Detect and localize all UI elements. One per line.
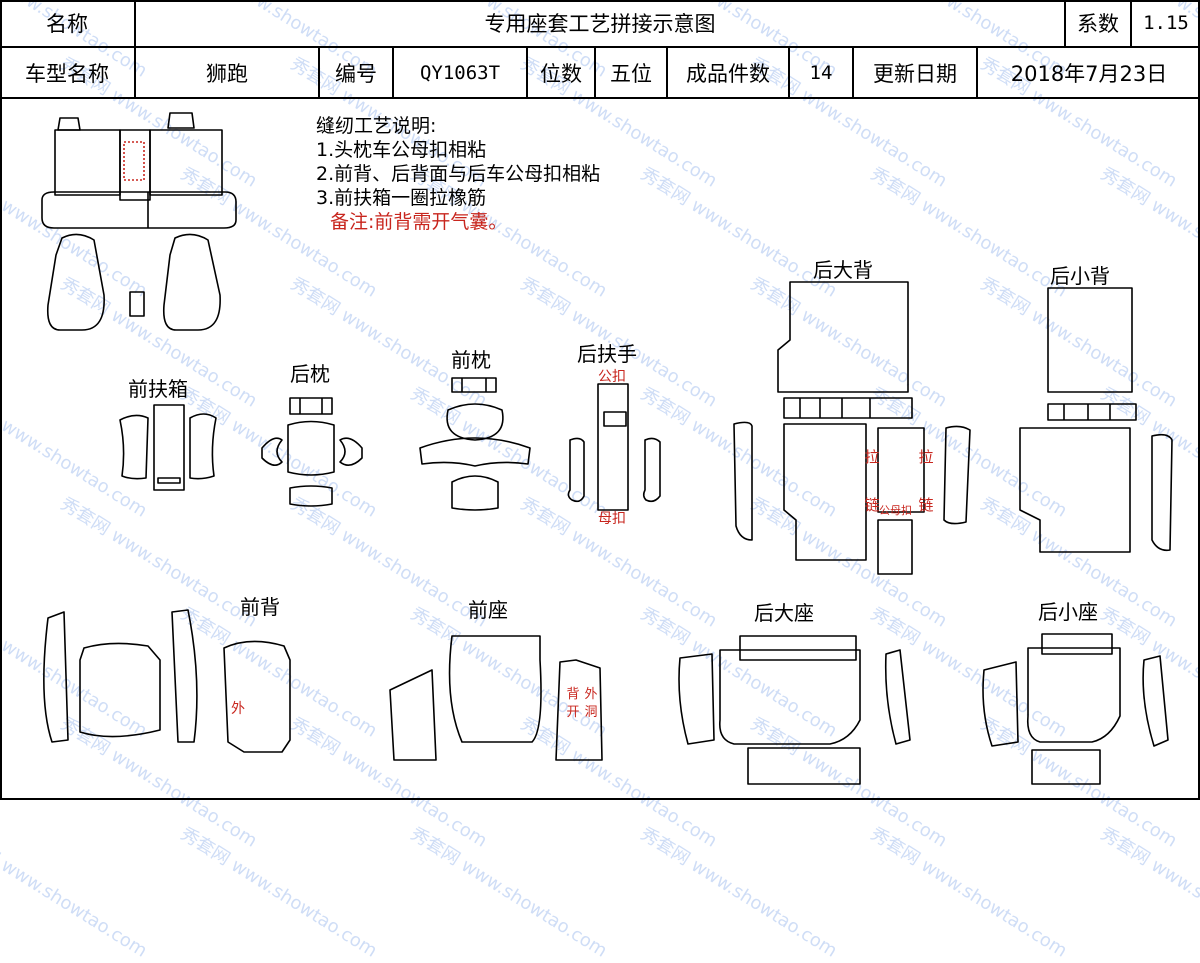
watermark-text: 秀套网 www.showtao.com <box>176 823 381 962</box>
label-front-headrest: 前枕 <box>451 348 491 372</box>
seat-overview-thumbnail <box>41 112 237 331</box>
annotation-zipper-left: 拉链 <box>864 448 880 514</box>
rear-big-seat-pieces <box>678 635 911 785</box>
coef-value: 1.15 <box>1132 0 1200 48</box>
label-rear-big-seat: 后大座 <box>754 601 814 625</box>
page-title: 专用座套工艺拼接示意图 <box>136 0 1066 48</box>
date-value: 2018年7月23日 <box>978 48 1200 99</box>
watermark-text: 秀套网 www.showtao.com <box>406 823 611 962</box>
notes-item-2: 2.前背、后背面与后车公母扣相粘 <box>316 163 601 185</box>
rear-small-seat-pieces <box>982 633 1169 785</box>
annotation-female-buckle: 母扣 <box>598 511 626 527</box>
pattern-drawing <box>41 112 1173 785</box>
front-headrest-pieces <box>419 377 531 511</box>
rear-big-back-pieces <box>733 281 971 575</box>
label-rear-big-back: 后大背 <box>813 258 873 282</box>
watermark-text: 秀套网 www.showtao.com <box>1096 823 1200 962</box>
label-front-seat: 前座 <box>468 598 508 622</box>
label-rear-small-back: 后小背 <box>1050 264 1110 288</box>
seats-label: 位数 <box>528 48 596 99</box>
rear-armrest-pieces <box>567 383 661 511</box>
annotation-back-opening: 背开 <box>566 687 580 720</box>
watermark-text: 秀套网 www.showtao.com <box>0 823 151 962</box>
front-seat-pieces <box>389 635 603 761</box>
code-label: 编号 <box>320 48 394 99</box>
notes-item-3: 3.前扶箱一圈拉橡筋 <box>316 187 487 209</box>
label-rear-headrest: 后枕 <box>290 362 330 386</box>
annotation-male-female-buckle: 公母扣 <box>879 504 912 517</box>
name-label: 名称 <box>0 0 136 48</box>
model-value: 狮跑 <box>136 48 320 99</box>
annotation-outer-hole: 外洞 <box>584 687 598 720</box>
pieces-label: 成品件数 <box>668 48 790 99</box>
notes-remark: 备注:前背需开气囊。 <box>330 211 508 233</box>
watermark-text: 秀套网 www.showtao.com <box>636 823 841 962</box>
date-label: 更新日期 <box>854 48 978 99</box>
front-back-pieces <box>43 609 291 753</box>
sewing-notes: 缝纫工艺说明: 1.头枕车公母扣相粘 2.前背、后背面与后车公母扣相粘 3.前扶… <box>316 114 600 234</box>
rear-small-back-pieces <box>1019 287 1173 553</box>
label-rear-small-seat: 后小座 <box>1038 600 1098 624</box>
pieces-value: 14 <box>790 48 854 99</box>
coef-label: 系数 <box>1066 0 1132 48</box>
label-front-armrest-box: 前扶箱 <box>128 377 188 401</box>
notes-item-1: 1.头枕车公母扣相粘 <box>316 139 487 161</box>
annotation-outer: 外 <box>231 701 245 717</box>
notes-heading: 缝纫工艺说明: <box>316 115 437 137</box>
header-table: 名称 专用座套工艺拼接示意图 系数 1.15 车型名称 狮跑 编号 QY1063… <box>0 0 1200 99</box>
label-front-back: 前背 <box>240 595 280 619</box>
front-armrest-box-pieces <box>119 404 217 491</box>
seats-value: 五位 <box>596 48 668 99</box>
annotation-zipper-right: 拉链 <box>918 448 934 514</box>
label-rear-armrest: 后扶手 <box>577 342 637 366</box>
code-value: QY1063T <box>394 48 528 99</box>
model-label: 车型名称 <box>0 48 136 99</box>
annotation-male-buckle: 公扣 <box>598 369 626 385</box>
rear-headrest-pieces <box>261 397 363 507</box>
watermark-text: 秀套网 www.showtao.com <box>866 823 1071 962</box>
